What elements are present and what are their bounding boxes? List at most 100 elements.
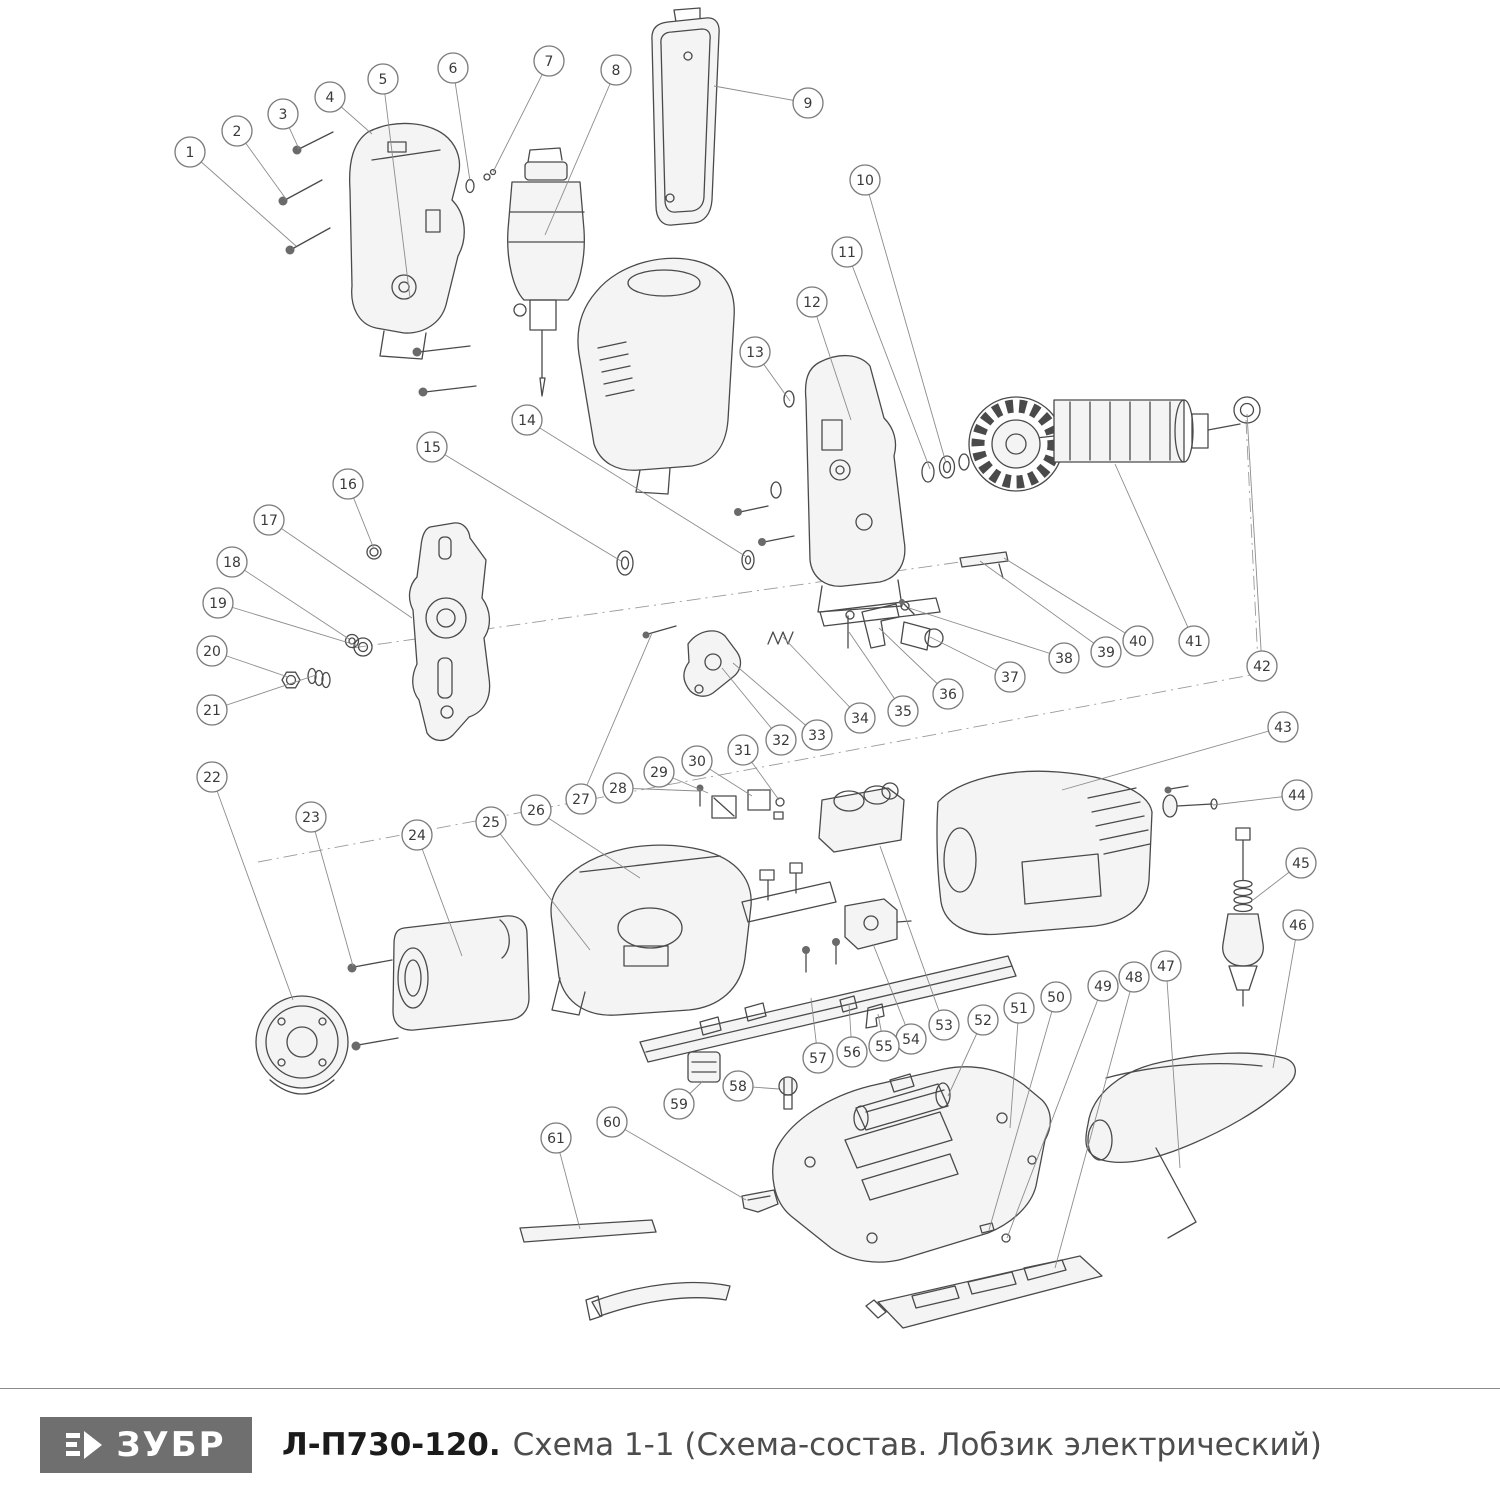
svg-text:49: 49: [1094, 979, 1112, 995]
leader-line-7: [492, 60, 550, 173]
leader-line-53: [879, 845, 945, 1026]
leader-line-24: [416, 834, 463, 957]
part-callout-12: 12: [796, 286, 828, 318]
lower-motor-housing: [550, 844, 752, 1016]
part-callout-27: 27: [565, 783, 597, 815]
svg-text:31: 31: [734, 743, 752, 759]
leader-line-38: [908, 607, 1065, 659]
model-number: Л-П730-120.: [282, 1426, 501, 1463]
svg-text:59: 59: [670, 1097, 688, 1113]
part-callout-39: 39: [1090, 636, 1122, 668]
svg-text:52: 52: [974, 1013, 992, 1029]
part-callout-55: 55: [868, 1030, 900, 1062]
part-callout-24: 24: [401, 819, 433, 851]
part-callout-58: 58: [722, 1070, 754, 1102]
small-washers: [465, 168, 497, 194]
leader-line-18: [231, 561, 350, 640]
part-callout-22: 22: [196, 761, 228, 793]
svg-text:61: 61: [547, 1131, 565, 1147]
slide-rod: [959, 551, 1009, 579]
leader-line-50: [988, 996, 1057, 1231]
parallel-stop: [519, 1219, 731, 1321]
part-callout-10: 10: [849, 164, 881, 196]
svg-text:8: 8: [612, 63, 621, 79]
svg-text:56: 56: [843, 1045, 861, 1061]
svg-text:33: 33: [808, 728, 826, 744]
part-callout-14: 14: [511, 404, 543, 436]
svg-text:7: 7: [545, 54, 554, 70]
svg-text:46: 46: [1289, 918, 1307, 934]
leader-line-60: [611, 1121, 747, 1201]
svg-text:18: 18: [223, 555, 241, 571]
lever-and-rollers: [642, 599, 944, 697]
part-callout-2: 2: [221, 115, 253, 147]
leader-line-14: [526, 419, 746, 557]
part-callout-52: 52: [967, 1004, 999, 1036]
part-callout-13: 13: [739, 336, 771, 368]
housing-screws: [278, 131, 477, 397]
svg-text:24: 24: [408, 828, 426, 844]
svg-text:37: 37: [1001, 670, 1019, 686]
part-callout-56: 56: [836, 1036, 868, 1068]
svg-text:30: 30: [688, 754, 706, 770]
leader-line-27: [580, 632, 653, 800]
speed-controller: [818, 782, 905, 853]
part-callout-26: 26: [520, 794, 552, 826]
part-callout-54: 54: [895, 1023, 927, 1055]
shaft-hardware: [281, 633, 373, 689]
leader-line-19: [217, 602, 360, 647]
part-callout-44: 44: [1281, 779, 1313, 811]
top-cover-shell: [936, 770, 1153, 936]
leader-line-15: [431, 446, 622, 562]
svg-text:10: 10: [856, 173, 874, 189]
leader-line-39: [979, 560, 1107, 653]
gear-bracket: [734, 355, 970, 627]
part-callout-9: 9: [792, 87, 824, 119]
svg-text:40: 40: [1129, 634, 1147, 650]
leader-line-47: [1165, 965, 1181, 1169]
leader-line-42: [1246, 413, 1263, 667]
svg-text:29: 29: [650, 765, 668, 781]
part-callout-61: 61: [540, 1122, 572, 1154]
chassis-bar: [639, 862, 1017, 1063]
svg-text:28: 28: [609, 781, 627, 797]
brush-holders: [696, 784, 785, 820]
part-callout-32: 32: [765, 724, 797, 756]
zubr-arrow-icon: [66, 1430, 103, 1459]
schema-title: Л-П730-120.Схема 1-1 (Схема-состав. Лобз…: [282, 1427, 1322, 1463]
svg-text:41: 41: [1185, 634, 1203, 650]
svg-text:36: 36: [939, 687, 957, 703]
part-callout-50: 50: [1040, 981, 1072, 1013]
svg-text:55: 55: [875, 1039, 893, 1055]
leader-line-33: [732, 662, 818, 736]
svg-text:13: 13: [746, 345, 764, 361]
part-callout-45: 45: [1285, 847, 1317, 879]
leader-line-48: [1054, 976, 1135, 1269]
part-callout-21: 21: [196, 694, 228, 726]
part-callout-1: 1: [174, 136, 206, 168]
svg-text:3: 3: [279, 107, 288, 123]
part-callout-6: 6: [437, 52, 469, 84]
part-callout-30: 30: [681, 745, 713, 777]
zubr-logo: ЗУБР: [40, 1416, 252, 1473]
part-callout-40: 40: [1122, 625, 1154, 657]
svg-text:38: 38: [1055, 651, 1073, 667]
leader-line-46: [1272, 924, 1299, 1069]
protective-cover: [651, 7, 720, 226]
part-callout-11: 11: [831, 236, 863, 268]
part-callout-41: 41: [1178, 625, 1210, 657]
svg-text:57: 57: [809, 1051, 827, 1067]
part-callout-35: 35: [887, 695, 919, 727]
small-cover-plate: [687, 1051, 721, 1083]
part-callout-33: 33: [801, 719, 833, 751]
svg-text:4: 4: [326, 90, 335, 106]
small-insert: [741, 1189, 779, 1213]
base-plate: [772, 1066, 1051, 1263]
motor-cover: [577, 257, 735, 495]
part-callout-17: 17: [253, 504, 285, 536]
svg-text:48: 48: [1125, 970, 1143, 986]
scroll-guide-plate: [408, 522, 491, 742]
svg-text:9: 9: [804, 96, 813, 112]
part-callout-47: 47: [1150, 950, 1182, 982]
